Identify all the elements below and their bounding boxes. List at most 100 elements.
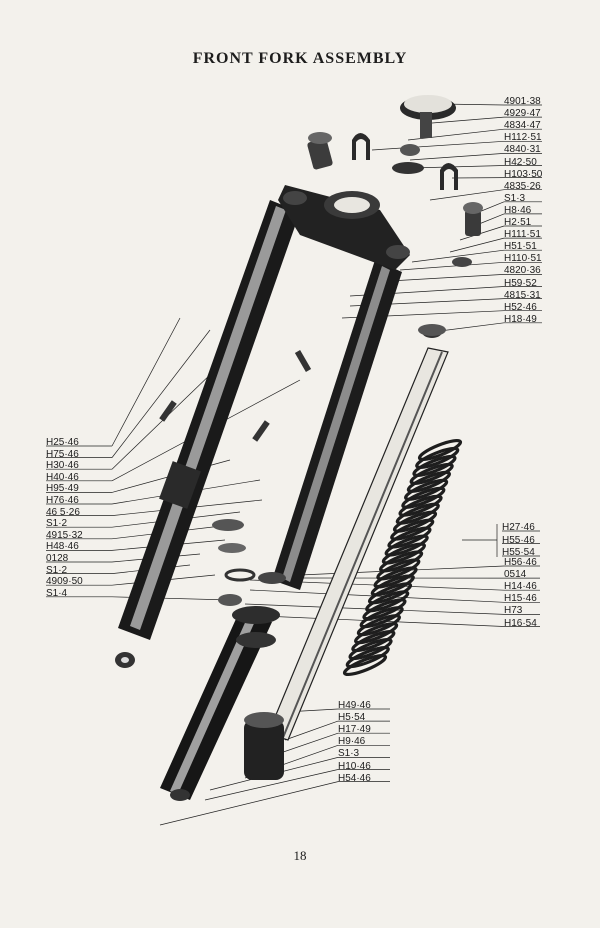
part-label: H14·46	[504, 581, 537, 593]
spring-coil	[379, 550, 424, 573]
part-label: H8·46	[504, 204, 532, 216]
spring-coil	[354, 622, 399, 645]
part-label: 0128	[46, 553, 69, 564]
fork-spring	[342, 438, 463, 677]
spring-coil	[367, 582, 413, 605]
leader-line	[407, 128, 505, 141]
spring-coil	[401, 486, 446, 509]
spring-coil	[412, 454, 457, 477]
part-label: 4820·36	[504, 265, 541, 277]
leader-line	[239, 614, 505, 627]
leader-line	[111, 329, 211, 458]
part-label: 0514	[504, 569, 527, 581]
part-label: H55·54	[502, 547, 535, 558]
part-label: 4840·31	[504, 144, 541, 156]
leader-line	[459, 225, 505, 241]
fork-crown	[278, 185, 410, 270]
part-label: H40·46	[46, 471, 79, 483]
part-label: 4929·47	[504, 108, 541, 120]
part-label: S1·3	[338, 748, 360, 760]
part-label: H30·46	[46, 460, 79, 472]
part-label: H16·54	[504, 617, 537, 629]
page-number: 18	[293, 848, 307, 863]
part-label: H73	[504, 605, 523, 617]
part-label: 4835·26	[504, 180, 541, 192]
part-label: H110·51	[504, 253, 542, 265]
stanchion-tube	[244, 324, 449, 780]
part-label: 46 5·26	[46, 506, 80, 518]
spring-coil	[351, 630, 396, 653]
spring-coil	[409, 462, 454, 485]
leader-line	[429, 189, 505, 201]
spring-coil	[373, 566, 418, 589]
part-label: 4915·32	[46, 529, 83, 541]
spring-coil	[387, 526, 432, 549]
leader-line	[411, 249, 505, 263]
leader-line	[371, 140, 505, 151]
part-label: H112·51	[504, 132, 542, 144]
spring-coil	[390, 518, 435, 541]
spring-coil	[392, 510, 438, 533]
part-label: H25·46	[46, 437, 79, 448]
part-label: H52·46	[504, 301, 537, 313]
leader-line	[411, 165, 505, 169]
part-label: H42·50	[504, 156, 537, 168]
part-label: 4834·47	[504, 120, 541, 132]
spring-coil	[348, 638, 393, 661]
left-fork-leg	[115, 200, 300, 668]
spring-coil	[395, 502, 440, 525]
page-title: FRONT FORK ASSEMBLY	[192, 50, 408, 67]
leader-line	[419, 116, 505, 125]
spring-coil	[398, 494, 443, 517]
part-label: H55·46	[502, 534, 535, 546]
part-label: H49·46	[338, 700, 371, 711]
part-label: 4815·31	[504, 289, 541, 301]
part-label: 4909·50	[46, 576, 83, 588]
leader-line	[159, 781, 339, 826]
leader-line	[449, 237, 505, 253]
spring-coil	[356, 614, 401, 637]
part-label: H103·50	[504, 168, 543, 180]
steering-damper-knob	[392, 95, 456, 174]
spring-coil	[415, 446, 460, 470]
part-label: H9·46	[338, 736, 366, 748]
part-label: H56·46	[504, 557, 537, 568]
part-label: 4901·38	[504, 96, 541, 107]
leader-line	[399, 261, 505, 271]
part-label: H2·51	[504, 217, 532, 228]
part-label: H111·51	[504, 229, 541, 241]
part-label: H17·49	[338, 724, 371, 736]
part-label: H75·46	[46, 448, 79, 460]
part-label: H27·46	[502, 522, 535, 533]
right-fork-leg	[272, 260, 402, 590]
leader-line	[204, 769, 339, 801]
part-label: H51·51	[504, 241, 537, 253]
leader-line	[409, 153, 505, 161]
leader-line	[111, 317, 181, 447]
spring-coil	[417, 438, 463, 462]
right-slider	[160, 606, 280, 801]
spring-coil	[376, 558, 421, 581]
part-label: H76·46	[46, 495, 79, 506]
part-label: S1·4	[46, 587, 68, 599]
part-label: H15·46	[504, 593, 537, 605]
spring-coil	[342, 653, 388, 677]
spring-coil	[406, 470, 451, 493]
part-label: H5·54	[338, 712, 366, 724]
leader-line	[284, 720, 339, 741]
leader-lines	[46, 103, 542, 826]
part-label: H48·46	[46, 541, 79, 553]
part-label: H10·46	[338, 760, 371, 772]
spring-coil	[362, 598, 407, 621]
spring-coil	[365, 590, 410, 613]
spring-coil	[381, 542, 426, 565]
part-label: S1·3	[504, 192, 526, 204]
part-label: S1·2	[46, 518, 68, 530]
part-label: H18·49	[504, 313, 537, 325]
spring-coil	[359, 606, 404, 629]
spring-coil	[404, 478, 449, 501]
spring-coil	[384, 534, 429, 557]
spring-coil	[345, 645, 390, 669]
